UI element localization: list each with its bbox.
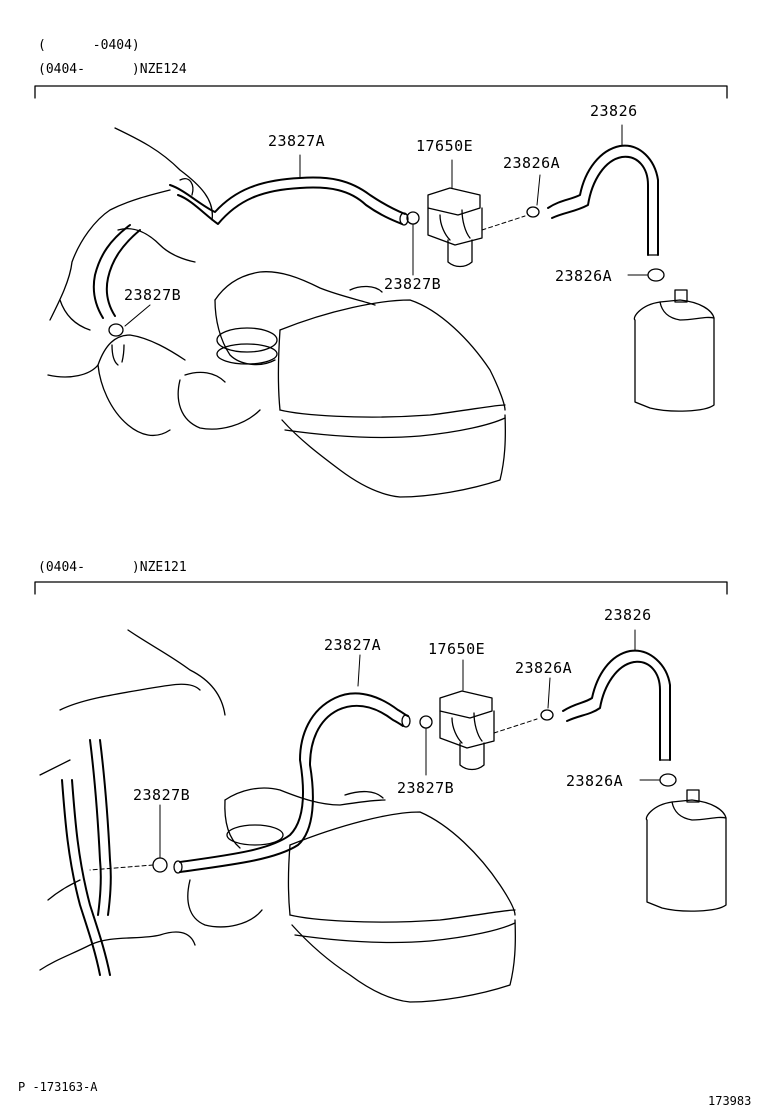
callout-clamp-23827B-right: 23827B <box>397 779 455 797</box>
section2-applicability-line1: (0404- )NZE121 <box>38 560 187 575</box>
callout-clamp-23827B-left: 23827B <box>124 286 182 304</box>
callout-hose-23827A: 23827A <box>268 132 326 150</box>
section2-illustration <box>39 629 727 1003</box>
callout-clamp-23826A-upper: 23826A <box>503 154 561 172</box>
callout-clamp-23827B-right: 23827B <box>384 275 442 293</box>
callout-vsv-17650E: 17650E <box>428 640 486 658</box>
callout-hose-23826: 23826 <box>604 606 652 624</box>
section1-bracket <box>34 85 728 99</box>
callout-hose-23827A: 23827A <box>324 636 382 654</box>
illustration-code: P -173163-A <box>18 1080 98 1094</box>
callout-vsv-17650E: 17650E <box>416 137 474 155</box>
section1-applicability-line1: ( -0404) <box>38 38 140 53</box>
callout-clamp-23826A-lower: 23826A <box>555 267 613 285</box>
section1-applicability-line2: (0404- )NZE124 <box>38 62 187 77</box>
callout-hose-23826: 23826 <box>590 102 638 120</box>
section2-bracket <box>34 581 728 595</box>
section1-illustration <box>47 124 715 498</box>
callout-clamp-23827B-left: 23827B <box>133 786 191 804</box>
callout-clamp-23826A-upper: 23826A <box>515 659 573 677</box>
figure-number: 173983 <box>708 1094 752 1108</box>
callout-clamp-23826A-lower: 23826A <box>566 772 624 790</box>
